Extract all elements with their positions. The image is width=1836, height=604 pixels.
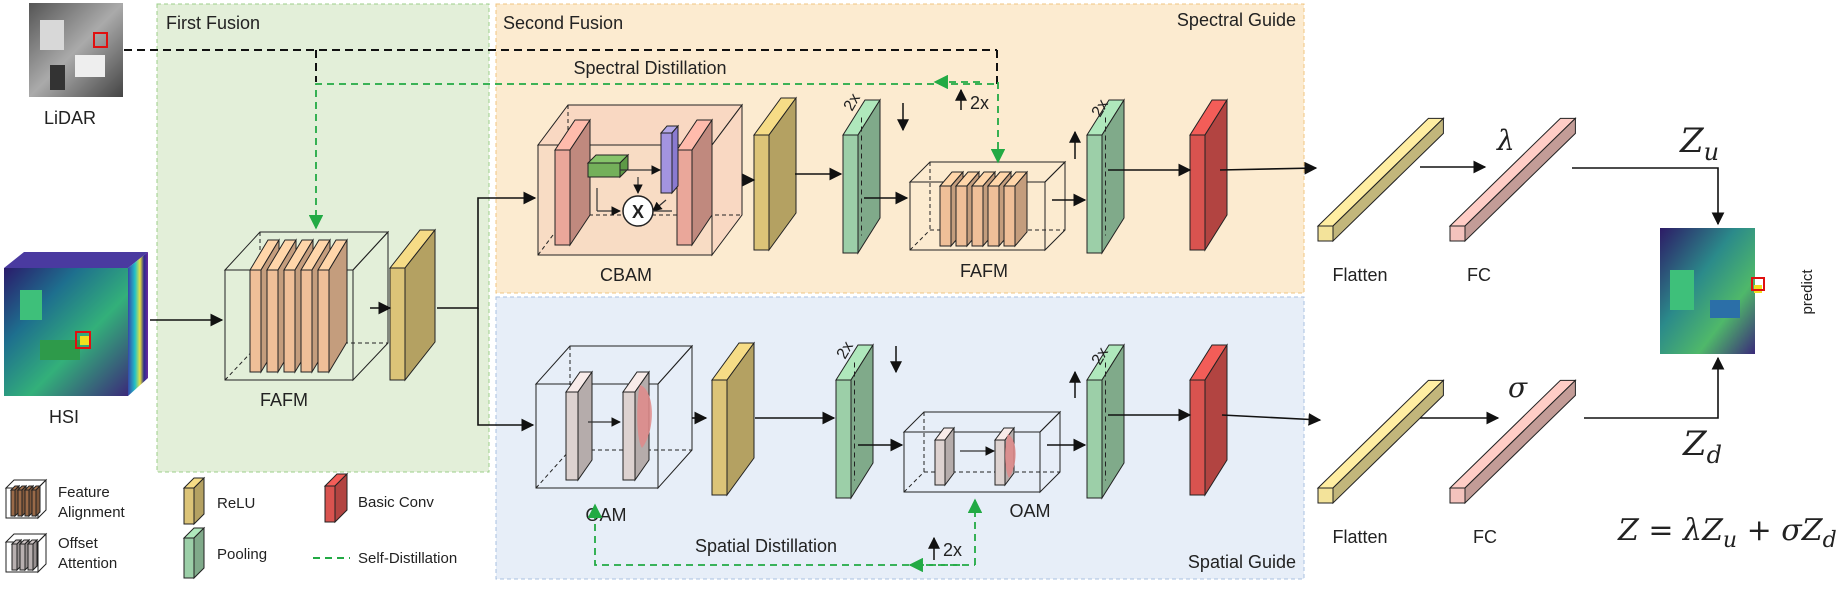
hsi-label: HSI [49,407,79,427]
cbam-channel-attention [586,153,630,179]
flatten-bottom-bar [1316,379,1445,505]
fc-bottom-label: FC [1473,527,1497,547]
oam-1-label: OAM [585,505,626,525]
second-fusion-label: Second Fusion [503,13,623,33]
legend-basic-conv-icon [323,472,349,524]
pool-top-2-slab [1086,98,1125,255]
spectral-guide-label: Spectral Guide [1177,10,1296,30]
cbam-label: CBAM [600,265,652,285]
flatten-top-label: Flatten [1332,265,1387,285]
fafm-spectral-slabs [938,170,1029,248]
relu-first-slab [388,228,437,382]
spectral-guide-region [495,3,1305,294]
legend-pooling: Pooling [217,546,267,563]
oam-1-slabs [565,370,652,482]
legend-relu-icon [182,476,206,526]
relu-bottom-slab [711,341,755,497]
fafm-spectral-label: FAFM [960,261,1008,281]
pool-bottom-1-scale: 2x [834,339,857,362]
spectral-distillation-path [308,74,1006,230]
hsi-cube [4,252,148,396]
oam-2-slabs [934,426,1016,487]
pool-top-1-slab [842,98,881,255]
legend-relu: ReLU [217,495,255,512]
fafm-first-label: FAFM [260,390,308,410]
spectral-distillation-label: Spectral Distillation [573,58,726,78]
equation: Z = λZu + σZd [1617,513,1836,553]
cbam-inner-slabs [554,118,713,247]
pool-bottom-1-slab [835,343,874,500]
flatten-bottom-label: Flatten [1332,527,1387,547]
legend-feature-alignment-2: Alignment [58,504,126,521]
relu-top-slab [753,96,797,252]
flow-arrows [150,160,1725,452]
fc-top-label: FC [1467,265,1491,285]
lidar-label: LiDAR [44,108,96,128]
spatial-scale: 2x [928,536,962,560]
spectral-scale: 2x [955,88,989,113]
cbam-arrow-5 [652,199,667,212]
legend-feature-alignment-icon [4,478,48,520]
cbam-spatial-attention [659,124,680,195]
fafm-first-slabs [249,238,348,374]
pool-bottom-2-scale: 2x [1089,345,1112,368]
spatial-distillation-path [587,498,983,573]
oam-2-label: OAM [1009,501,1050,521]
svg-text:2x: 2x [943,540,962,560]
prediction-map [1660,228,1765,354]
lidar-connection [124,49,998,84]
spatial-guide-label: Spatial Guide [1188,552,1296,572]
spatial-guide-region [495,296,1305,580]
pool-top-2-scale: 2x [1089,97,1112,120]
legend-basic-conv: Basic Conv [358,494,434,511]
conv-top-slab [1189,98,1228,252]
first-fusion-region [156,3,490,473]
lidar-image [29,3,123,97]
z-d-label: Zd [1682,424,1722,469]
legend-pooling-icon [182,526,206,580]
sigma-symbol: σ [1508,371,1528,404]
oam-1-block [534,344,694,490]
pool-bottom-2-slab [1086,343,1125,500]
legend-feature-alignment-1: Feature [58,484,110,501]
fc-top-bar [1448,117,1577,243]
spatial-distillation-label: Spatial Distillation [695,536,837,556]
conv-bottom-slab [1189,343,1228,497]
lambda-symbol: λ [1496,124,1515,157]
fc-bottom-bar [1448,379,1577,505]
z-u-label: Zu [1679,121,1719,166]
svg-text:2x: 2x [970,93,989,113]
multiply-symbol: X [632,202,644,222]
pool-top-1-scale: 2x [841,91,864,114]
flatten-top-bar [1316,117,1445,243]
legend-offset-attention-icon [4,532,48,574]
legend-self-distillation: Self-Distillation [358,550,457,567]
legend-offset-attention-1: Offset [58,535,99,552]
first-fusion-label: First Fusion [166,13,260,33]
legend-offset-attention-2: Attention [58,555,117,572]
predict-label: predict [1799,269,1816,315]
